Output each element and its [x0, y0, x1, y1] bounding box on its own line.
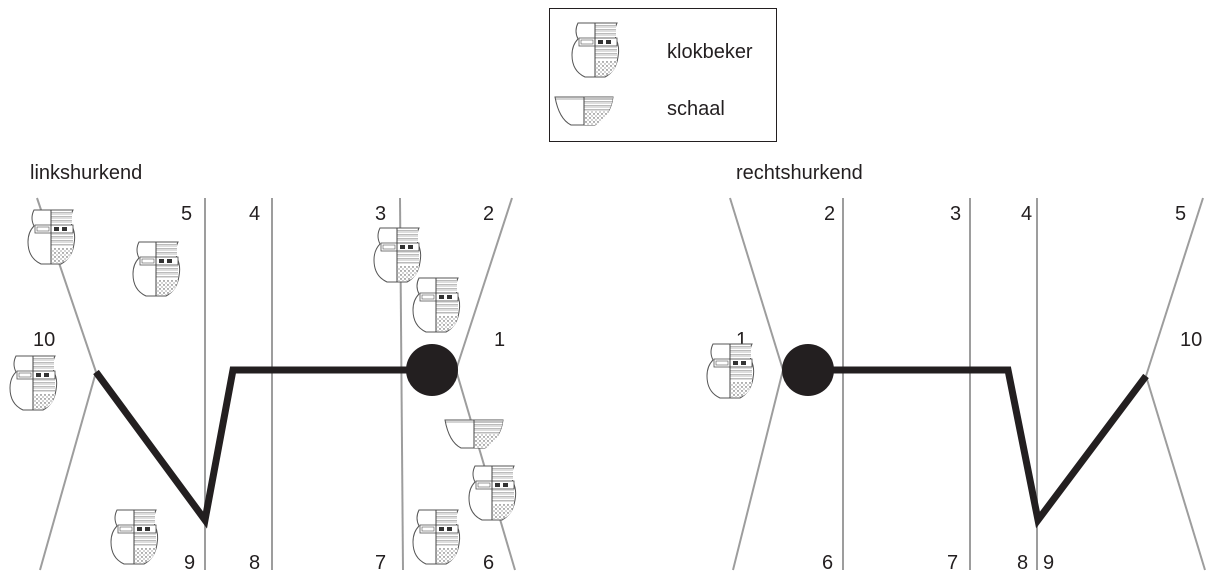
right-panel-title: rechtshurkend — [736, 162, 863, 184]
right-number: 1 — [736, 329, 747, 351]
left-number: 2 — [483, 203, 494, 225]
bell-beaker-icon — [9, 355, 58, 411]
right-line-5-10 — [1145, 197, 1204, 377]
left-number: 4 — [249, 203, 260, 225]
legend-bowl-label: schaal — [667, 98, 725, 120]
right-divider-lines — [729, 197, 1206, 571]
bell-beaker-icon — [571, 22, 620, 78]
right-number: 5 — [1175, 203, 1186, 225]
left-orientation-node — [406, 344, 458, 396]
right-number: 10 — [1180, 329, 1202, 351]
bell-beaker-icon — [132, 241, 181, 297]
left-number: 5 — [181, 203, 192, 225]
left-number: 7 — [375, 552, 386, 572]
right-pottery-icons — [706, 343, 755, 399]
left-line-10-9b — [39, 371, 97, 571]
left-grave-numbers: 5 4 3 2 10 1 9 8 7 6 — [33, 203, 505, 572]
bell-beaker-icon — [468, 465, 517, 521]
bell-beaker-icon — [110, 509, 159, 565]
legend: klokbeker schaal — [549, 8, 777, 142]
right-line-1a — [729, 197, 784, 371]
left-number: 1 — [494, 329, 505, 351]
legend-beaker-label: klokbeker — [667, 41, 753, 63]
bell-beaker-icon — [706, 343, 755, 399]
right-line-10b — [1145, 375, 1206, 571]
right-orientation-node — [782, 344, 834, 396]
right-number: 2 — [824, 203, 835, 225]
left-number: 10 — [33, 329, 55, 351]
left-number: 3 — [375, 203, 386, 225]
bell-beaker-icon — [373, 227, 422, 283]
left-number: 6 — [483, 552, 494, 572]
left-line-2-1 — [455, 197, 513, 371]
right-number: 3 — [950, 203, 961, 225]
right-number: 4 — [1021, 203, 1032, 225]
bowl-icon — [444, 419, 504, 449]
right-line-1b — [732, 369, 784, 571]
right-number: 9 — [1043, 552, 1054, 572]
right-grave-numbers: 2 3 4 5 1 10 6 7 8 9 — [736, 203, 1202, 572]
left-orientation-path — [93, 366, 432, 529]
right-orientation-path — [808, 366, 1149, 529]
right-number: 7 — [947, 552, 958, 572]
left-number: 9 — [184, 552, 195, 572]
right-number: 6 — [822, 552, 833, 572]
bell-beaker-icon — [27, 209, 76, 265]
bell-beaker-icon — [412, 277, 461, 333]
right-number: 8 — [1017, 552, 1028, 572]
left-panel-title: linkshurkend — [30, 162, 142, 184]
left-number: 8 — [249, 552, 260, 572]
bell-beaker-icon — [412, 509, 461, 565]
